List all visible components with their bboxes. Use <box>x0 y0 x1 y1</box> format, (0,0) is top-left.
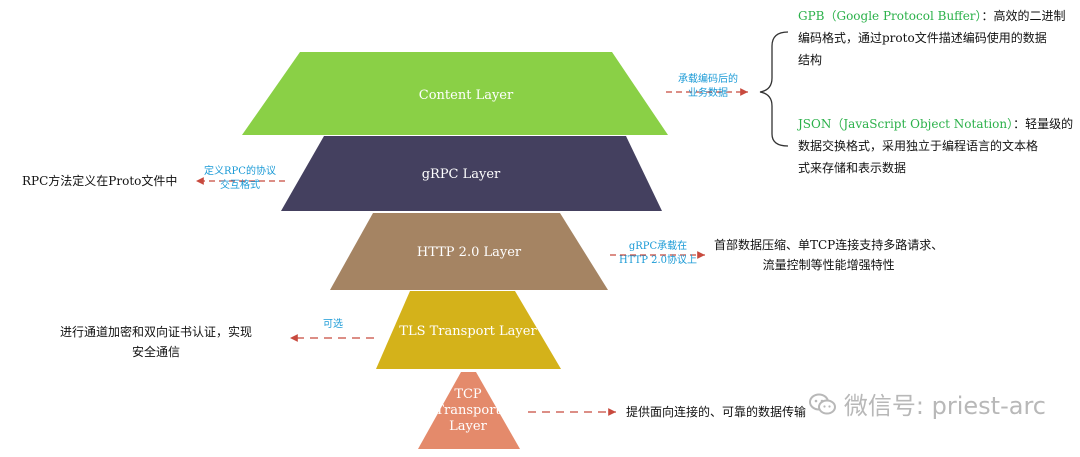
brace <box>759 31 789 147</box>
watermark: 微信号: priest-arc <box>808 386 1046 421</box>
layer-http2: HTTP 2.0 Layer <box>330 213 608 290</box>
tls-note: 进行通道加密和双向证书认证，实现 安全通信 <box>60 325 253 359</box>
gpb-title: GPB（Google Protocol Buffer） <box>798 9 982 23</box>
content-arrow-label: 承载编码后的 业务数据 <box>678 74 738 99</box>
grpc-note: RPC方法定义在Proto文件中 <box>22 174 178 188</box>
layer-content-label: Content Layer <box>419 88 514 103</box>
json-title: JSON（JavaScript Object Notation） <box>798 117 1014 131</box>
wechat-icon <box>808 393 836 414</box>
http2-arrow-label: gRPC承载在 HTTP 2.0协议上 <box>618 241 698 266</box>
tls-arrow-label: 可选 <box>323 319 343 330</box>
http2-note: 首部数据压缩、单TCP连接支持多路请求、 流量控制等性能增强特性 <box>714 238 944 272</box>
layer-grpc-label: gRPC Layer <box>422 167 501 182</box>
watermark-text: 微信号: priest-arc <box>843 392 1046 420</box>
layer-http2-label: HTTP 2.0 Layer <box>417 245 522 260</box>
layer-tcp: TCP Transport Layer <box>418 372 520 449</box>
layer-tcp-label-line2: Transport <box>435 403 501 418</box>
layer-tcp-label-line1: TCP <box>454 387 482 402</box>
grpc-arrow-label: 定义RPC的协议 交互格式 <box>204 166 276 191</box>
layer-grpc: gRPC Layer <box>281 136 662 211</box>
json-description: JSON（JavaScript Object Notation）：轻量级的 数据… <box>798 117 1074 175</box>
layer-tls: TLS Transport Layer <box>376 291 561 369</box>
layer-tcp-label-line3: Layer <box>449 419 487 434</box>
layer-content: Content Layer <box>242 52 668 135</box>
layer-tls-label: TLS Transport Layer <box>399 324 537 339</box>
gpb-description: GPB（Google Protocol Buffer）：高效的二进制 编码格式，… <box>798 9 1066 67</box>
tcp-note: 提供面向连接的、可靠的数据传输 <box>626 405 807 419</box>
